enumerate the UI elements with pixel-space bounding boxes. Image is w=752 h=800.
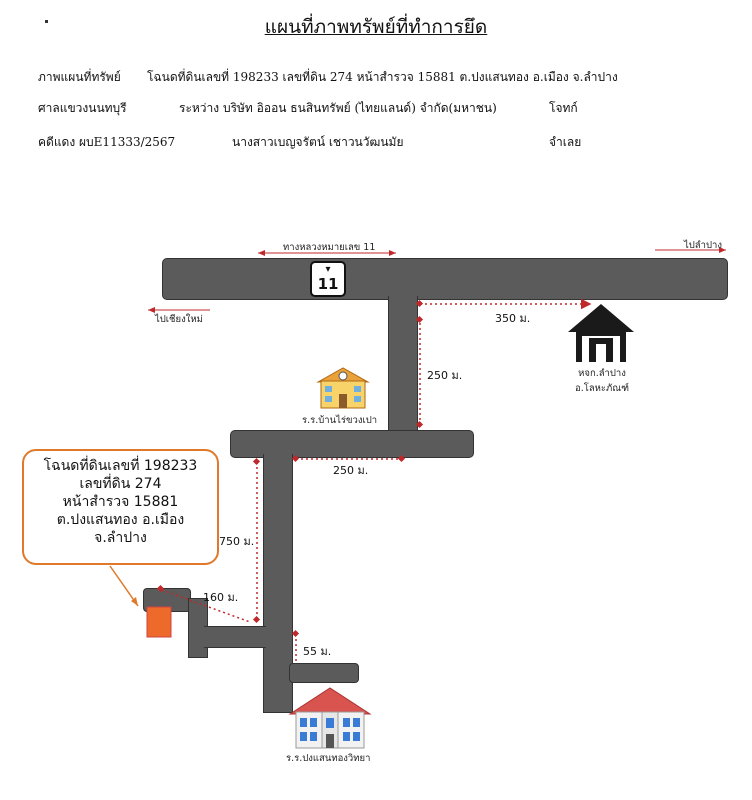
- distance-750: 750 ม.: [219, 535, 255, 548]
- property-marker: [146, 606, 172, 638]
- distance-250-vertical: 250 ม.: [427, 369, 463, 382]
- scan-dot: [45, 20, 48, 23]
- connector-road: [388, 296, 418, 432]
- highway-shield: ▾ 11: [310, 261, 346, 297]
- court-name: ศาลแขวงนนทบุรี: [38, 101, 127, 115]
- defendant-name: นางสาวเบญจรัตน์ เชาวนวัฒนมัย: [232, 135, 404, 149]
- side-soi-horizontal: [204, 626, 266, 648]
- house-icon: [568, 304, 634, 362]
- to-chiangmai-label: ไปเชียงใหม่: [155, 314, 203, 325]
- callout-line: ต.ปงแสนทอง อ.เมือง: [56, 512, 185, 528]
- distance-line-160: [161, 589, 251, 623]
- main-soi-road: [263, 454, 293, 713]
- deed-description: โฉนดที่ดินเลขที่ 198233 เลขที่ดิน 274 หน…: [147, 70, 618, 84]
- distance-250-horizontal: 250 ม.: [333, 464, 369, 477]
- school-building-icon: [316, 367, 370, 409]
- school-building-icon-2: [288, 687, 372, 749]
- case-number: คดีแดง ผบE11333/2567: [38, 135, 176, 149]
- to-lampang-label: ไปลำปาง: [684, 240, 722, 251]
- school-branch-road: [289, 663, 359, 683]
- callout-line: เลขที่ดิน 274: [79, 476, 162, 492]
- page-title: แผนที่ภาพทรัพย์ที่ทำการยึด: [264, 16, 488, 38]
- callout-line: จ.ลำปาง: [94, 530, 147, 546]
- distance-350: 350 ม.: [495, 312, 531, 325]
- police-label-line1: หจก.ลำปาง: [578, 368, 626, 379]
- school1-label: ร.ร.บ้านไร่ขวงเปา: [302, 415, 378, 426]
- defendant-role: จำเลย: [549, 135, 582, 149]
- callout-line: หน้าสำรวจ 15881: [62, 494, 179, 510]
- callout-line: โฉนดที่ดินเลขที่ 198233: [43, 458, 198, 474]
- distance-160: 160 ม.: [203, 591, 239, 604]
- highway-label: ทางหลวงหมายเลข 11: [283, 242, 376, 253]
- asset-map-label: ภาพแผนที่ทรัพย์: [38, 70, 121, 84]
- police-label-line2: อ.โลหะภัณฑ์: [575, 383, 629, 394]
- highway-number: 11: [317, 275, 339, 293]
- deed-callout-box: โฉนดที่ดินเลขที่ 198233 เลขที่ดิน 274 หน…: [22, 449, 219, 565]
- police-station-label: หจก.ลำปาง อ.โลหะภัณฑ์: [570, 366, 634, 396]
- highway-11-road: [162, 258, 728, 300]
- village-road: [230, 430, 474, 458]
- plaintiff-role: โจทก์: [549, 101, 578, 115]
- school2-label: ร.ร.ปงแสนทองวิทยา: [286, 753, 371, 764]
- distance-55: 55 ม.: [303, 645, 332, 658]
- plaintiff-name: ระหว่าง บริษัท อิออน ธนสินทรัพย์ (ไทยแลน…: [179, 101, 497, 115]
